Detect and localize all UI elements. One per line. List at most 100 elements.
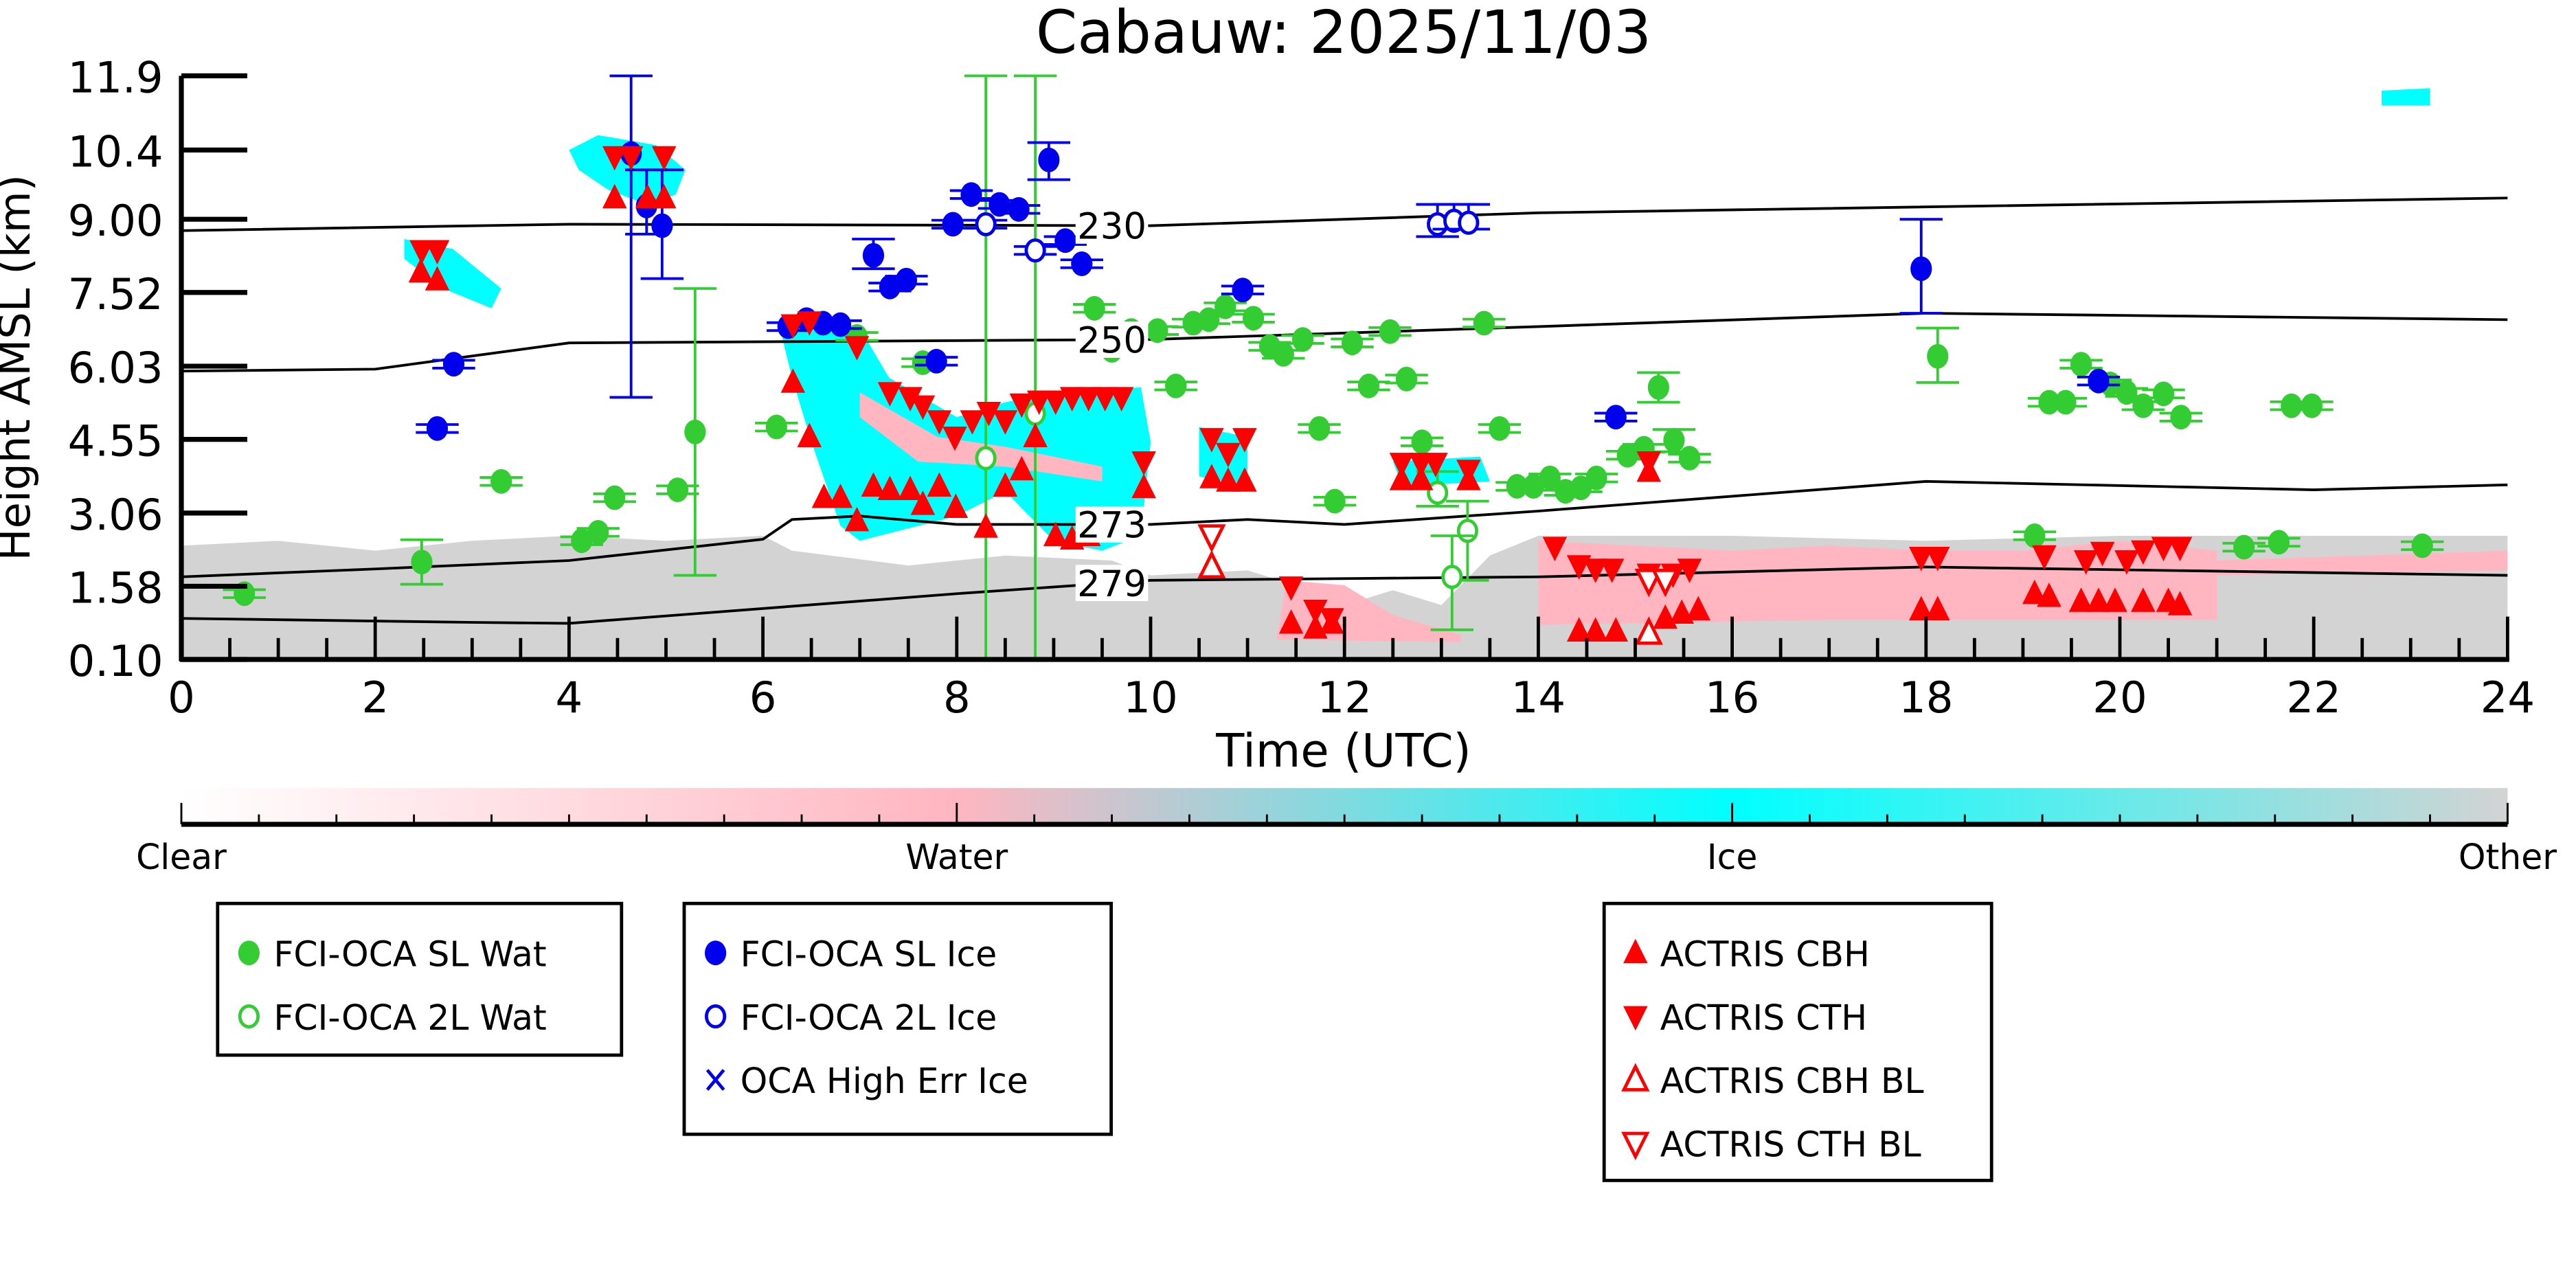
y-tick-label: 3.06: [68, 490, 163, 540]
legend-frame: [216, 901, 624, 1057]
data-point: [618, 146, 644, 171]
colorbar-label-other: Other: [2459, 837, 2557, 877]
data-point: [1522, 474, 1544, 499]
data-point: [765, 414, 787, 440]
isotherm-label-bg: [1075, 321, 1149, 358]
data-point: [1379, 319, 1401, 344]
data-point: [425, 240, 450, 265]
data-point: [861, 472, 886, 497]
data-point: [943, 493, 969, 518]
data-point: [1214, 294, 1236, 319]
cloud-mask-water-region: [859, 392, 1103, 482]
data-point: [780, 368, 806, 393]
data-point: [993, 410, 1018, 435]
y-tick-label: 0.10: [68, 636, 163, 686]
data-point: [1908, 596, 1934, 620]
data-point: [1023, 422, 1048, 447]
data-point: [960, 182, 982, 207]
data-point: [1216, 442, 1241, 468]
data-point: [1092, 387, 1118, 411]
data-point: [1165, 373, 1187, 398]
x-axis-label: Time (UTC): [1215, 724, 1471, 778]
data-point: [587, 520, 609, 545]
data-point: [1278, 576, 1304, 601]
data-point: [426, 416, 449, 441]
data-point: [1910, 256, 1932, 282]
series-actris-cth-bl: [1197, 524, 1680, 598]
data-point: [2024, 523, 2046, 548]
x-tick-label: 22: [2287, 673, 2341, 723]
data-point: [811, 484, 837, 508]
data-point: [1131, 451, 1156, 476]
data-point: [2268, 530, 2290, 555]
data-point: [2103, 587, 2127, 612]
x-tick-label: 2: [361, 673, 389, 723]
data-point: [898, 475, 923, 501]
data-point: [1038, 147, 1060, 172]
data-point: [1232, 467, 1257, 492]
legend-entry-label: FCI-OCA 2L Ice: [741, 997, 997, 1038]
data-point: [1024, 238, 1046, 263]
data-point: [1341, 330, 1364, 356]
x-tick-label: 6: [749, 673, 777, 723]
x-tick-label: 20: [2092, 673, 2147, 723]
data-point: [1542, 536, 1568, 562]
isotherm-label-bg: [1075, 565, 1149, 602]
data-point: [780, 314, 806, 339]
colorbar-label-ice: Ice: [1707, 837, 1758, 877]
y-tick-label: 6.03: [68, 343, 163, 393]
data-point: [1216, 467, 1241, 492]
data-point: [2070, 352, 2092, 377]
legend-frame: [682, 901, 1113, 1136]
data-point: [1678, 446, 1701, 471]
data-point: [1566, 617, 1592, 642]
data-point: [651, 183, 677, 209]
data-point: [2055, 389, 2077, 415]
data-point: [1303, 600, 1328, 624]
data-point: [1456, 519, 1478, 543]
data-point: [1456, 460, 1481, 484]
isotherm-label: 250: [1077, 320, 1146, 362]
data-point: [602, 183, 627, 209]
data-point: [1389, 466, 1414, 490]
colorbar-label-clear: Clear: [136, 837, 227, 877]
data-point: [1651, 569, 1680, 598]
data-point: [2022, 579, 2047, 605]
data-point: [2170, 405, 2192, 430]
data-point: [1616, 442, 1638, 468]
cloud-mask-water-region: [1276, 580, 1461, 642]
data-point: [2086, 587, 2111, 612]
data-point: [2038, 389, 2060, 415]
data-point: [2167, 591, 2193, 615]
data-point: [1009, 393, 1035, 418]
y-tick-label: 9.00: [68, 196, 163, 246]
data-point: [1411, 429, 1433, 455]
x-tick-label: 10: [1123, 673, 1177, 723]
legend-marker: [705, 1004, 727, 1029]
data-point: [1925, 596, 1950, 620]
data-point: [828, 484, 853, 508]
data-point: [1489, 416, 1511, 441]
data-point: [409, 240, 434, 265]
legend-entry-label: ACTRIS CTH: [1660, 997, 1867, 1038]
series-actris-cbh-bl: [1197, 550, 1663, 645]
data-point: [408, 258, 433, 283]
data-point: [2151, 536, 2176, 562]
data-point: [2116, 380, 2138, 405]
data-point: [2114, 550, 2139, 575]
data-point: [1585, 465, 1607, 490]
data-point: [1458, 210, 1480, 235]
legend-marker: [705, 940, 727, 966]
data-point: [1395, 366, 1418, 392]
series-fci-oca-sl-ice: [416, 74, 2121, 441]
data-point: [1634, 569, 1663, 598]
data-point: [1198, 307, 1220, 332]
cloud-mask-water-region: [1538, 541, 2217, 625]
isotherm-label: 230: [1077, 206, 1146, 248]
data-point: [635, 183, 660, 209]
legend-frame: [1602, 901, 1993, 1182]
data-point: [1647, 375, 1669, 400]
data-point: [960, 410, 985, 435]
